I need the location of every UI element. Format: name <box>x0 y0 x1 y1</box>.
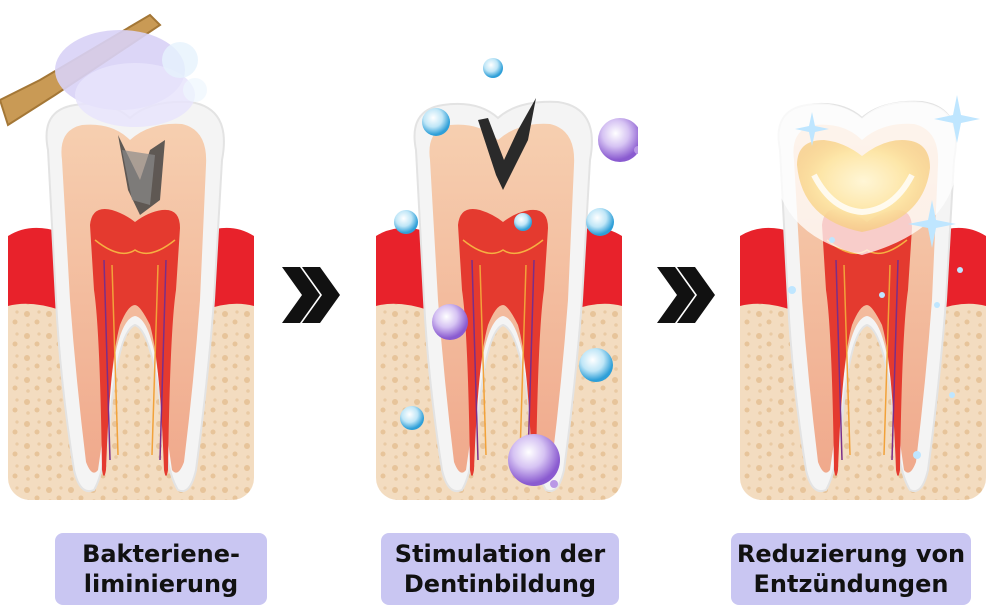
bubble-icon <box>394 58 638 488</box>
step-1-illustration <box>0 0 270 510</box>
step-2-label: Stimulation der Dentinbildung <box>381 533 619 605</box>
sparkle-icon <box>788 95 980 459</box>
step-2-illustration <box>368 0 638 510</box>
chevron-right-icon <box>280 265 340 329</box>
step-3-illustration <box>732 0 1000 510</box>
toothbrush-icon <box>0 13 207 127</box>
step-1-label: Bakteriene- liminierung <box>55 533 267 605</box>
step-3-label: Reduzierung von Entzündungen <box>731 533 971 605</box>
chevron-right-icon <box>655 265 715 329</box>
